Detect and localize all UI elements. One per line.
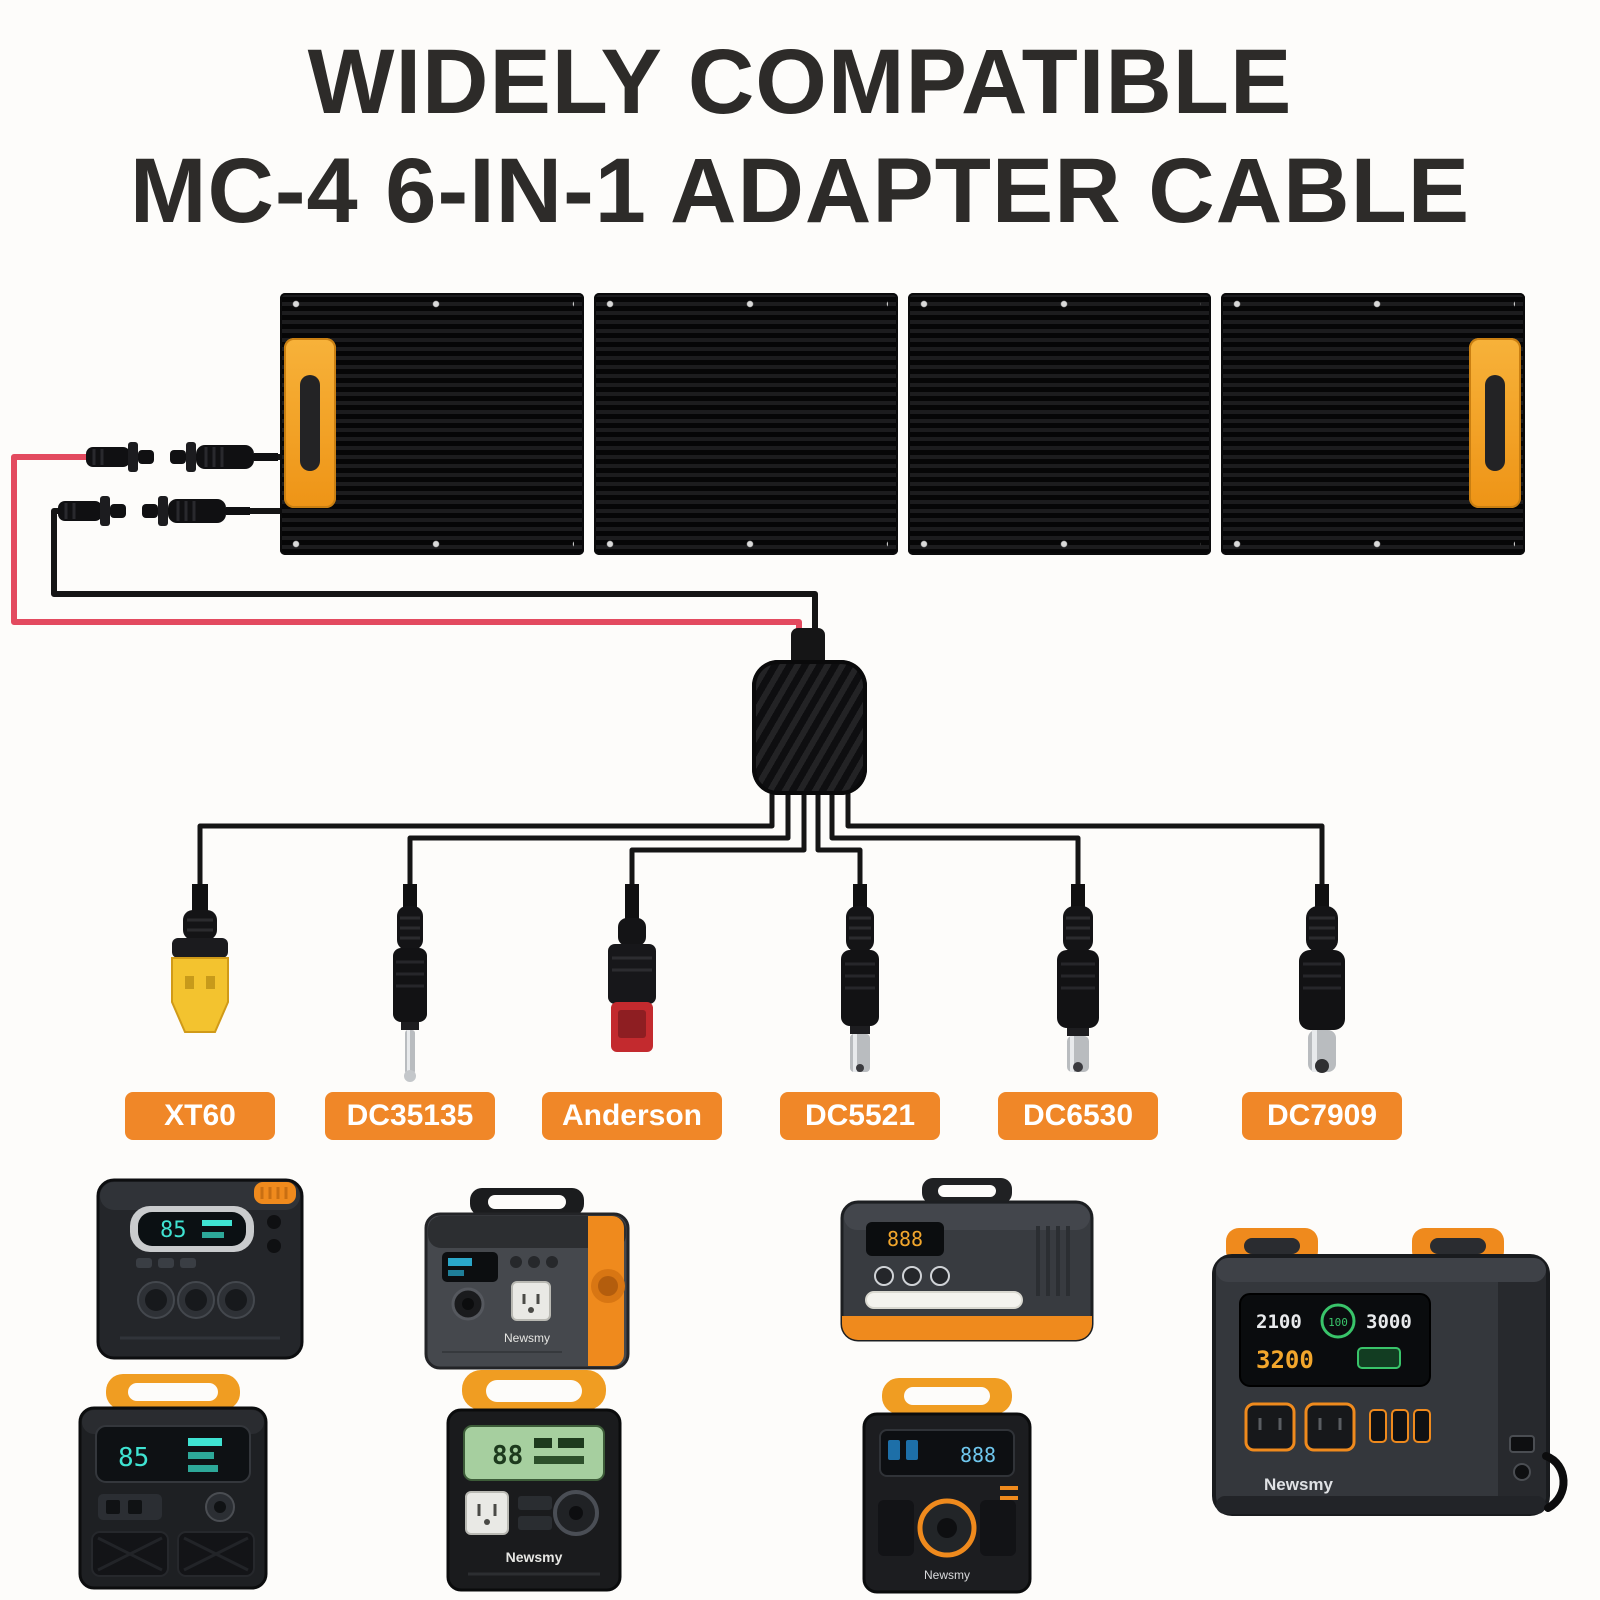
grommet-holes [917,298,1202,310]
power-station-e-image: 85 [78,1374,268,1590]
anderson-plug-icon [608,884,656,1052]
grommet-holes [603,298,888,310]
power-station-e: 85 [68,1370,278,1600]
battery-percent-readout: 85 [118,1443,149,1473]
power-station-c-image: 888 [840,1178,1094,1342]
led-screen [866,1222,944,1256]
grommet-holes [1231,298,1515,310]
lcd-screen [138,1212,246,1246]
orange-base-trim [842,1316,1092,1340]
light-bar [865,1291,1023,1309]
ac-outlet [465,1491,509,1535]
branch-wire-dc7909 [845,792,1325,886]
grommet-holes [1231,538,1515,550]
lcd-screen [463,1425,605,1481]
power-station-d: 2100 100 3000 3200 Newsmy [1198,1220,1578,1545]
power-station-f: 88 Newsmy [434,1366,634,1600]
dc5521-plug-icon [841,884,879,1072]
power-station-g: 888 Newsmy [850,1372,1045,1600]
grommet-holes [603,538,888,550]
ac-outlets [137,1281,255,1319]
branch-wire-dc6530 [829,792,1081,886]
power-station-c: 888 [832,1176,1102,1356]
power-readout: 888 [960,1443,996,1467]
handle-slot [1485,375,1505,471]
brand-label: Newsmy [1264,1475,1334,1494]
dc7909-plug-icon [1299,884,1345,1073]
six-way-splitter-box [752,660,867,795]
handle-slot [300,375,320,471]
power-station-a-image: 85 [96,1178,304,1360]
grommet-holes [290,538,574,550]
branch-wire-anderson [629,792,807,886]
capacity-readout: 3200 [1256,1346,1314,1374]
branch-wire-xt60 [197,792,775,886]
brand-label: Newsmy [504,1331,550,1345]
round-button [874,1266,894,1286]
branch-wire-dc35135 [407,792,791,886]
battery-percent-readout: 88 [492,1441,523,1471]
usb-port [1413,1409,1431,1443]
connector-tag-dc35135: DC35135 [325,1092,495,1140]
output-watts-readout: 3000 [1366,1311,1412,1333]
connector-tag-dc7909: DC7909 [1242,1092,1402,1140]
headline: WIDELY COMPATIBLE MC-4 6-IN-1 ADAPTER CA… [0,28,1600,245]
foldable-solar-panel [280,293,1525,555]
orange-vent [254,1182,296,1204]
power-station-g-image: 888 Newsmy [862,1378,1032,1594]
input-watts-readout: 2100 [1256,1311,1302,1333]
power-button [267,1215,281,1229]
xt60-plug-icon [171,884,229,1033]
dc-button [267,1239,281,1253]
usb-port [1369,1409,1387,1443]
solar-panel-segment [907,293,1212,555]
power-station-a: 85 [90,1170,310,1370]
battery-percent-readout: 85 [160,1218,187,1243]
power-station-f-image: 88 Newsmy [446,1370,622,1592]
power-cable [1542,1452,1568,1512]
mc4-pair-bottom [58,496,250,526]
dc6530-plug-icon [1057,884,1099,1072]
connector-tag-dc5521: DC5521 [780,1092,940,1140]
mc4-pair-top [86,442,278,472]
brand-label: Newsmy [924,1568,970,1582]
headline-line-1: WIDELY COMPATIBLE [307,31,1293,133]
lcd-screen [442,1252,498,1282]
round-button [902,1266,922,1286]
round-button [930,1266,950,1286]
usb-port [888,1440,900,1460]
power-station-b: Newsmy [412,1186,642,1381]
branch-wire-dc5521 [815,792,863,886]
panel-carry-handle-right [1469,338,1521,508]
ac-outlet [1304,1402,1356,1452]
solar-panel-segment [280,293,584,555]
ac-outlet [511,1281,551,1321]
brand-label: Newsmy [506,1549,563,1565]
battery-percent-readout: 100 [1328,1316,1348,1329]
mc4-connector-pairs [58,442,278,526]
connector-tag-xt60: XT60 [125,1092,275,1140]
connector-tag-dc6530: DC6530 [998,1092,1158,1140]
panel-carry-handle-left [284,338,336,508]
connector-tag-anderson: Anderson [542,1092,722,1140]
grommet-holes [917,538,1202,550]
usb-port [906,1440,918,1460]
dc35135-plug-icon [393,884,427,1082]
usb-port [1391,1409,1409,1443]
grommet-holes [290,298,574,310]
ac-outlet [1244,1402,1296,1452]
power-station-b-image: Newsmy [424,1188,630,1370]
solar-panel-segment [593,293,898,555]
headline-line-2: MC-4 6-IN-1 ADAPTER CABLE [129,139,1471,242]
power-readout: 888 [887,1227,923,1251]
power-station-d-image: 2100 100 3000 3200 Newsmy [1212,1228,1568,1516]
